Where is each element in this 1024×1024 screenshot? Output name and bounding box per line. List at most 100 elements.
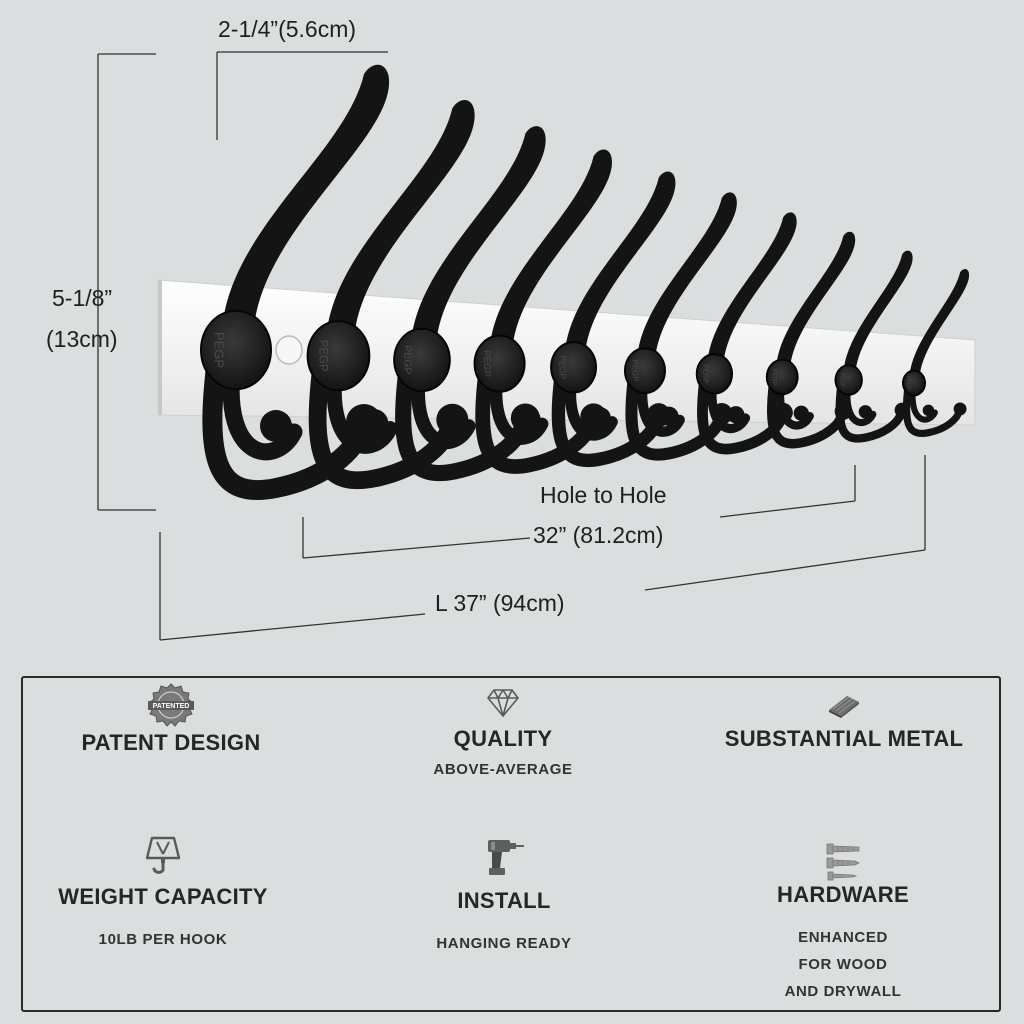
hook-upper-arm (909, 268, 970, 379)
length-dim-line-a (159, 613, 426, 641)
feature-subtitle: HANGING READY (436, 935, 572, 952)
feature-quality: QUALITY ABOVE-AVERAGE (343, 688, 663, 783)
feature-subtitle: AND DRYWALL (784, 983, 902, 1000)
feature-title: INSTALL (457, 888, 551, 913)
hook-ball-end (858, 405, 873, 419)
power-drill-icon (488, 840, 524, 875)
hole-to-hole-value: 32” (81.2cm) (533, 522, 664, 548)
dimension-lines (97, 51, 926, 641)
feature-title: QUALITY (453, 726, 553, 751)
bracket-width-label: 2-1/4”(5.6cm) (218, 16, 357, 42)
coat-hook: PEGP (393, 126, 546, 481)
hook-stamp: PEGP (211, 332, 226, 368)
hook-stamp: PEGP (771, 368, 778, 385)
height-label-inches: 5-1/8” (52, 285, 113, 311)
hook-base-plate (765, 358, 799, 396)
feature-title: PATENT DESIGN (81, 730, 261, 755)
hole-dim-line-b (719, 500, 856, 518)
badge-text: PATENTED (153, 703, 190, 710)
hook-upper-arm (410, 126, 546, 349)
coat-hook: PEGP (473, 149, 612, 474)
hook-upper-arm (843, 250, 913, 375)
hook-upper-arm (222, 64, 390, 336)
crane-hook-weight-icon (145, 836, 181, 874)
feature-patent-design: PATENTED PATENT DESIGN (11, 682, 331, 756)
hook-lower-left (202, 350, 371, 501)
hook-base-plate (623, 347, 666, 395)
hook-lower-left (308, 356, 459, 490)
metal-plate-icon (829, 696, 859, 718)
hook-base-plate (902, 369, 926, 397)
hook-ball-end (510, 403, 540, 433)
hook-stamp: PEGP (905, 376, 911, 391)
hook-ball-end (953, 402, 967, 416)
hook-ball-end (773, 402, 793, 423)
hooks-group: PEGP PEGP PEGP PEGP PEGP PEGP PEGP PEGP PEGP PEGP (200, 64, 970, 501)
hook-ball-end (436, 403, 469, 436)
feature-subtitle: ABOVE-AVERAGE (433, 761, 573, 778)
wall-anchor-screw-icon (826, 843, 860, 881)
coat-hook: PEGP (200, 64, 390, 501)
hook-stamp: PEGP (316, 340, 328, 372)
hook-ball-end (922, 404, 935, 417)
hook-lower-small (843, 383, 877, 427)
hook-lower-left (475, 363, 599, 474)
feature-subtitle: ENHANCED (798, 929, 888, 946)
diamond-icon (487, 689, 519, 717)
hook-lower-left (767, 376, 847, 449)
hook-base-plate (200, 309, 272, 391)
hole-dim-line-a (302, 537, 531, 559)
hook-stamp: PEGP (402, 345, 414, 374)
hook-ball-end (793, 405, 809, 421)
hook-upper-arm (489, 149, 612, 354)
hook-lower-small (909, 385, 938, 423)
hook-upper-arm (564, 171, 676, 359)
hook-stamp: PEGP (481, 350, 492, 377)
hook-ball-end (834, 402, 852, 420)
total-length-label: L 37” (94cm) (435, 590, 565, 616)
hook-base-plate (834, 364, 863, 396)
hook-upper-arm (636, 192, 737, 363)
hook-base-plate (393, 327, 451, 393)
coat-hook: PEGP (306, 99, 475, 490)
hook-base-plate (695, 353, 734, 395)
coat-hook: PEGP (695, 212, 797, 455)
feature-substantial-metal: SUBSTANTIAL METAL (684, 692, 1004, 752)
hook-upper-arm (776, 231, 856, 371)
hook-lower-left (697, 373, 787, 455)
height-label-cm: (13cm) (46, 326, 118, 352)
hook-lower-small (222, 359, 303, 461)
length-dim-line-b (644, 549, 926, 591)
hole-to-hole-label: Hole to Hole (540, 482, 667, 508)
hook-base-plate (473, 334, 526, 393)
hook-lower-left (625, 370, 726, 461)
hook-stamp: PEGP (631, 360, 640, 382)
hook-stamp: PEGP (839, 373, 845, 388)
hook-ball-end (346, 404, 382, 440)
patented-badge-icon: PATENTED (148, 683, 194, 727)
hook-ball-end (580, 403, 607, 430)
hook-ball-end (260, 410, 292, 442)
hook-ball-end (894, 402, 910, 418)
feature-weight-capacity: WEIGHT CAPACITY 10LB PER HOOK (3, 832, 323, 953)
hook-base-plate (550, 341, 598, 394)
hook-stamp: PEGP (701, 364, 708, 384)
screw-cap (275, 335, 303, 365)
coat-hook: PEGP (550, 171, 676, 468)
feature-subtitle: 10LB PER HOOK (98, 931, 228, 948)
feature-title: SUBSTANTIAL METAL (724, 726, 964, 751)
features-panel: PATENTED PATENT DESIGN QUALITY ABOVE-AVE… (21, 676, 1001, 1012)
hook-lower-left (551, 367, 664, 468)
hook-lower-left (395, 360, 532, 481)
coat-hook: PEGP (765, 231, 856, 449)
hook-upper-arm (326, 99, 475, 344)
board-edge (158, 280, 162, 415)
feature-title: HARDWARE (777, 882, 909, 907)
hook-stamp: PEGP (558, 355, 568, 379)
hook-ball-end (710, 403, 733, 425)
feature-subtitle: FOR WOOD (798, 956, 888, 973)
hook-base-plate (306, 320, 371, 392)
coat-hook-rack: PEGP PEGP PEGP PEGP PEGP PEGP PEGP PEGP PEGP PEGP (97, 51, 976, 641)
hook-lower-small (776, 380, 814, 430)
